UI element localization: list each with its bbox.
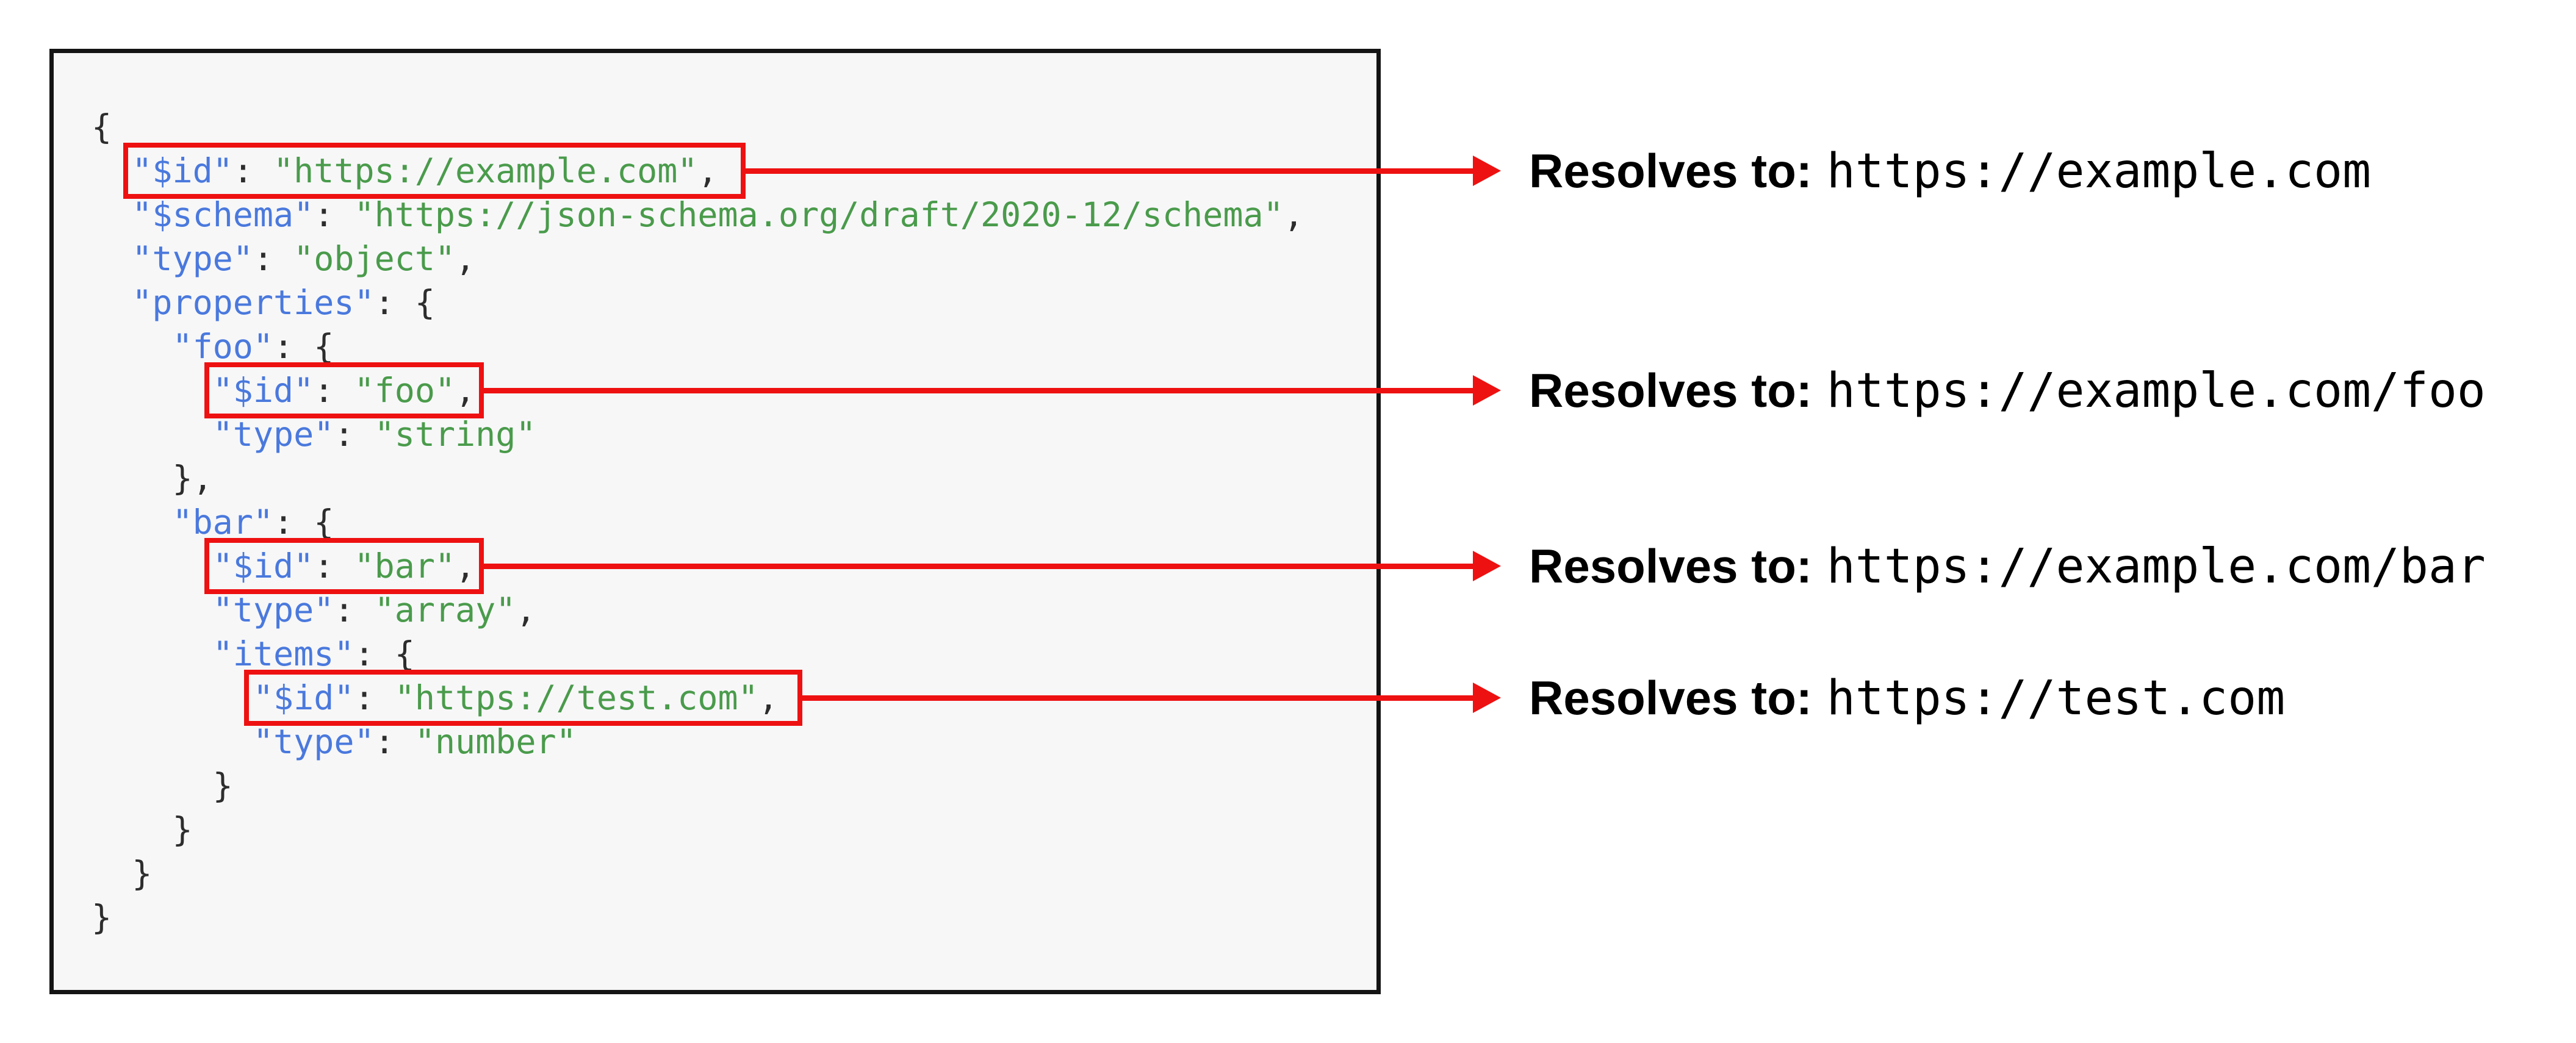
resolved-url: https://example.com/foo <box>1826 364 2486 418</box>
annotation-row: Resolves to: https://example.com/bar <box>1529 537 2486 595</box>
resolved-url: https://example.com/bar <box>1826 539 2486 594</box>
arrow-line <box>484 564 1473 569</box>
arrow-line <box>484 388 1473 393</box>
annotation-row: Resolves to: https://test.com <box>1529 669 2285 727</box>
json-code: { "$id": "https://example.com", "$schema… <box>92 107 1304 937</box>
arrow-head-icon <box>1473 156 1501 186</box>
resolves-to-label: Resolves to: <box>1529 539 1812 593</box>
resolves-to-label: Resolves to: <box>1529 364 1812 417</box>
highlight-box-items-id <box>244 670 802 726</box>
resolves-to-label: Resolves to: <box>1529 671 1812 725</box>
annotation-row: Resolves to: https://example.com <box>1529 142 2371 200</box>
annotation-row: Resolves to: https://example.com/foo <box>1529 362 2486 420</box>
resolved-url: https://test.com <box>1826 671 2286 726</box>
arrow-head-icon <box>1473 551 1501 581</box>
resolves-to-label: Resolves to: <box>1529 144 1812 198</box>
highlight-box-bar-id <box>204 538 484 594</box>
highlight-box-root-id <box>123 143 746 199</box>
highlight-box-foo-id <box>204 362 484 418</box>
arrow-line <box>746 168 1473 174</box>
resolved-url: https://example.com <box>1826 144 2372 199</box>
arrow-head-icon <box>1473 375 1501 406</box>
arrow-line <box>802 695 1473 701</box>
json-schema-code-block: { "$id": "https://example.com", "$schema… <box>49 49 1381 994</box>
arrow-head-icon <box>1473 683 1501 713</box>
